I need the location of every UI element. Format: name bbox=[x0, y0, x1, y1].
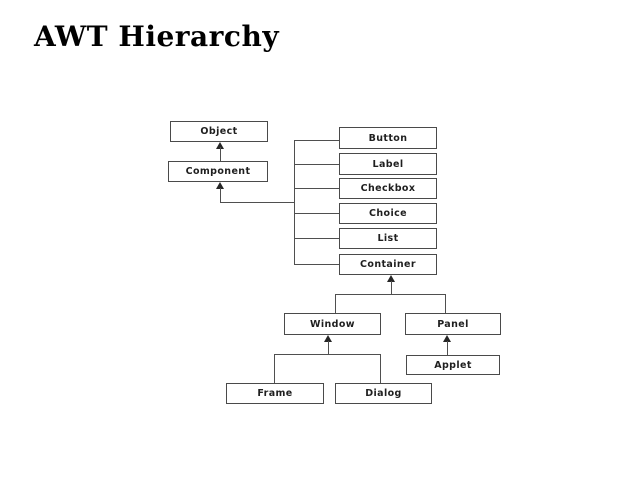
component-children-spine bbox=[294, 140, 295, 265]
node-object: Object bbox=[170, 121, 268, 142]
node-frame: Frame bbox=[226, 383, 324, 404]
stub-button bbox=[294, 140, 339, 141]
arrowhead-to-object bbox=[216, 142, 224, 149]
node-list: List bbox=[339, 228, 437, 249]
edge-children-component-hline bbox=[220, 202, 295, 203]
edge-container-stem bbox=[391, 281, 392, 294]
node-choice: Choice bbox=[339, 203, 437, 224]
edge-frame-drop bbox=[274, 354, 275, 383]
node-checkbox: Checkbox bbox=[339, 178, 437, 199]
arrowhead-to-container bbox=[387, 275, 395, 282]
stub-checkbox bbox=[294, 188, 339, 189]
arrowhead-to-component bbox=[216, 182, 224, 189]
stub-choice bbox=[294, 213, 339, 214]
node-panel: Panel bbox=[405, 313, 501, 335]
edge-window-branch bbox=[274, 354, 381, 355]
edge-applet-panel-line bbox=[447, 341, 448, 355]
node-window: Window bbox=[284, 313, 381, 335]
arrowhead-to-panel bbox=[443, 335, 451, 342]
edge-window-drop bbox=[335, 294, 336, 313]
edge-window-stem bbox=[328, 341, 329, 354]
node-container: Container bbox=[339, 254, 437, 275]
stub-label bbox=[294, 164, 339, 165]
node-label: Label bbox=[339, 153, 437, 175]
page-title: AWT Hierarchy bbox=[34, 20, 280, 53]
node-component: Component bbox=[168, 161, 268, 182]
node-button: Button bbox=[339, 127, 437, 149]
node-applet: Applet bbox=[406, 355, 500, 375]
stub-list bbox=[294, 238, 339, 239]
edge-container-branch bbox=[335, 294, 446, 295]
edge-panel-drop bbox=[445, 294, 446, 313]
edge-component-object-line bbox=[220, 147, 221, 161]
stub-container bbox=[294, 264, 339, 265]
edge-dialog-drop bbox=[380, 354, 381, 383]
node-dialog: Dialog bbox=[335, 383, 432, 404]
arrowhead-to-window bbox=[324, 335, 332, 342]
edge-children-component-vline bbox=[220, 188, 221, 203]
